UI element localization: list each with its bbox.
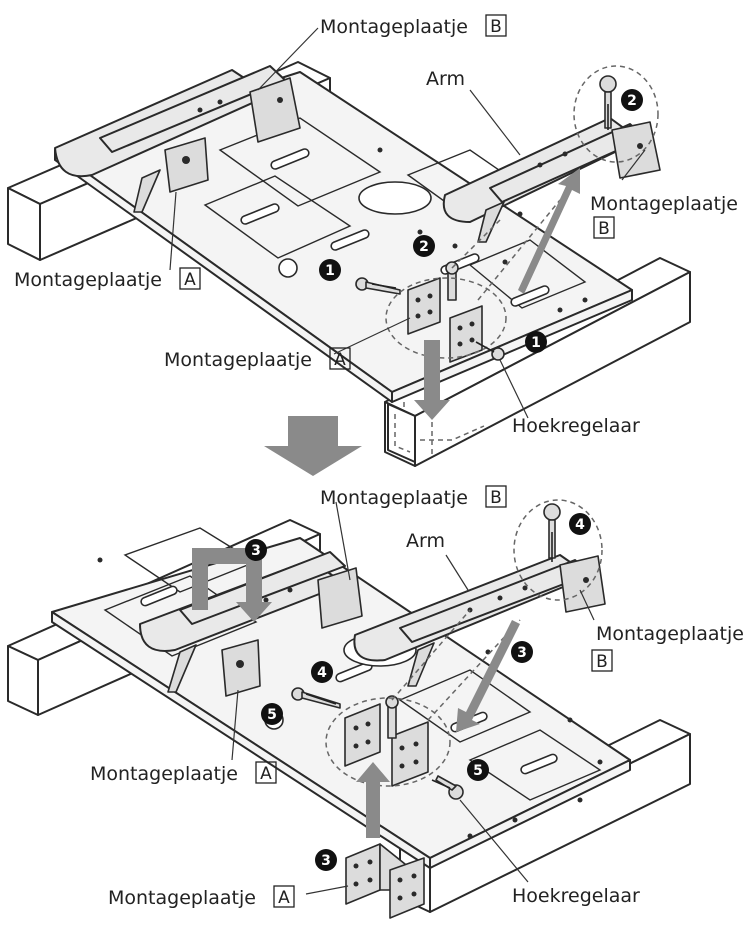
svg-text:Montageplaatje: Montageplaatje bbox=[14, 269, 162, 291]
bottom-leader-plate-a-bottom bbox=[305, 885, 349, 895]
top-step-badge-2a: 2 bbox=[621, 89, 643, 111]
svg-text:3: 3 bbox=[517, 645, 527, 661]
svg-text:Montageplaatje: Montageplaatje bbox=[164, 349, 312, 371]
top-label-arm: Arm bbox=[426, 68, 465, 90]
top-label-plate-b-right: Montageplaatje B bbox=[590, 193, 738, 239]
svg-text:1: 1 bbox=[325, 263, 335, 279]
bottom-leader-plate-b-top bbox=[335, 501, 351, 581]
bottom-arrow-frame bbox=[192, 548, 272, 622]
svg-text:Hoekregelaar: Hoekregelaar bbox=[512, 415, 640, 437]
bottom-leader-angle-adjuster bbox=[459, 799, 529, 883]
top-leader-plate-b-left bbox=[257, 27, 319, 91]
svg-text:2: 2 bbox=[419, 239, 429, 255]
svg-text:A: A bbox=[334, 350, 346, 370]
bottom-label-plate-b-top: Montageplaatje B bbox=[320, 485, 507, 509]
bottom-arrow-diag bbox=[456, 620, 520, 732]
top-leader-plate-b-right bbox=[621, 149, 646, 181]
top-arrow-down bbox=[414, 340, 450, 420]
top-arrow-up bbox=[518, 168, 580, 294]
svg-text:A: A bbox=[278, 888, 290, 908]
bottom-step-badge-3b: 3 bbox=[511, 641, 533, 663]
bottom-label-plate-b-right: Montageplaatje B bbox=[591, 623, 744, 672]
bottom-bracket-a-lower bbox=[345, 843, 425, 919]
svg-text:Montageplaatje: Montageplaatje bbox=[596, 623, 744, 645]
svg-text:3: 3 bbox=[251, 543, 261, 559]
svg-text:Arm: Arm bbox=[406, 530, 445, 552]
bottom-label-plate-a-bottom: Montageplaatje A bbox=[108, 885, 295, 909]
bottom-arm-right bbox=[353, 554, 606, 687]
bottom-step-badge-4a: 4 bbox=[569, 513, 591, 535]
bottom-label-plate-a-left: Montageplaatje A bbox=[90, 761, 277, 785]
top-arm-left bbox=[54, 65, 301, 213]
bottom-leader-plate-b-right bbox=[579, 589, 595, 621]
svg-text:A: A bbox=[184, 270, 196, 290]
svg-text:Arm: Arm bbox=[426, 68, 465, 90]
transition-arrow-down bbox=[264, 416, 362, 476]
svg-text:Montageplaatje: Montageplaatje bbox=[590, 193, 738, 215]
svg-text:B: B bbox=[596, 652, 608, 672]
bottom-step-badge-5b: 5 bbox=[467, 759, 489, 781]
top-step-badge-1a: 1 bbox=[319, 259, 341, 281]
svg-text:4: 4 bbox=[575, 517, 585, 533]
bottom-label-arm: Arm bbox=[406, 530, 445, 552]
svg-text:B: B bbox=[490, 17, 502, 37]
svg-text:Montageplaatje: Montageplaatje bbox=[108, 887, 256, 909]
svg-text:Montageplaatje: Montageplaatje bbox=[90, 763, 238, 785]
top-leader-plate-a-left bbox=[169, 191, 177, 271]
svg-text:Montageplaatje: Montageplaatje bbox=[320, 16, 468, 38]
svg-text:Hoekregelaar: Hoekregelaar bbox=[512, 885, 640, 907]
bottom-bracket-a-center bbox=[291, 687, 464, 800]
svg-text:4: 4 bbox=[317, 665, 327, 681]
bottom-step-badge-3a: 3 bbox=[245, 539, 267, 561]
bottom-guides bbox=[305, 499, 603, 789]
bottom-label-angle-adjuster: Hoekregelaar bbox=[512, 885, 640, 907]
svg-text:A: A bbox=[260, 764, 272, 784]
top-wood-block bbox=[387, 403, 416, 463]
top-leader-arm bbox=[469, 89, 521, 156]
top-label-plate-a-left: Montageplaatje A bbox=[14, 267, 201, 291]
svg-text:3: 3 bbox=[321, 853, 331, 869]
bottom-step-badge-4b: 4 bbox=[311, 661, 333, 683]
top-step-badge-2b: 2 bbox=[413, 235, 435, 257]
svg-text:Montageplaatje: Montageplaatje bbox=[320, 487, 468, 509]
bottom-step-badge-5a: 5 bbox=[261, 703, 283, 725]
bottom-leader-arm bbox=[445, 554, 469, 591]
top-step-badge-1b: 1 bbox=[525, 331, 547, 353]
svg-text:5: 5 bbox=[267, 707, 277, 723]
svg-text:B: B bbox=[598, 219, 610, 239]
bottom-assembly: 3 4 3 4 5 5 3 Montageplaatje bbox=[7, 485, 744, 919]
top-guides bbox=[371, 65, 659, 456]
top-label-plate-b-left: Montageplaatje B bbox=[320, 14, 507, 38]
top-label-angle-adjuster: Hoekregelaar bbox=[512, 415, 640, 437]
bottom-arrow-up bbox=[356, 762, 390, 838]
bottom-leader-plate-a-left bbox=[231, 689, 239, 761]
svg-text:1: 1 bbox=[531, 335, 541, 351]
bottom-step-badge-3c: 3 bbox=[315, 849, 337, 871]
top-arm-right bbox=[442, 117, 661, 243]
svg-text:5: 5 bbox=[473, 763, 483, 779]
svg-text:B: B bbox=[490, 488, 502, 508]
top-leader-angle-adjuster bbox=[499, 359, 529, 419]
svg-text:2: 2 bbox=[627, 93, 637, 109]
top-label-plate-a-center: Montageplaatje A bbox=[164, 347, 351, 371]
top-assembly: 1 2 1 2 Montageplaatje B Arm Montageplaa… bbox=[7, 14, 738, 467]
